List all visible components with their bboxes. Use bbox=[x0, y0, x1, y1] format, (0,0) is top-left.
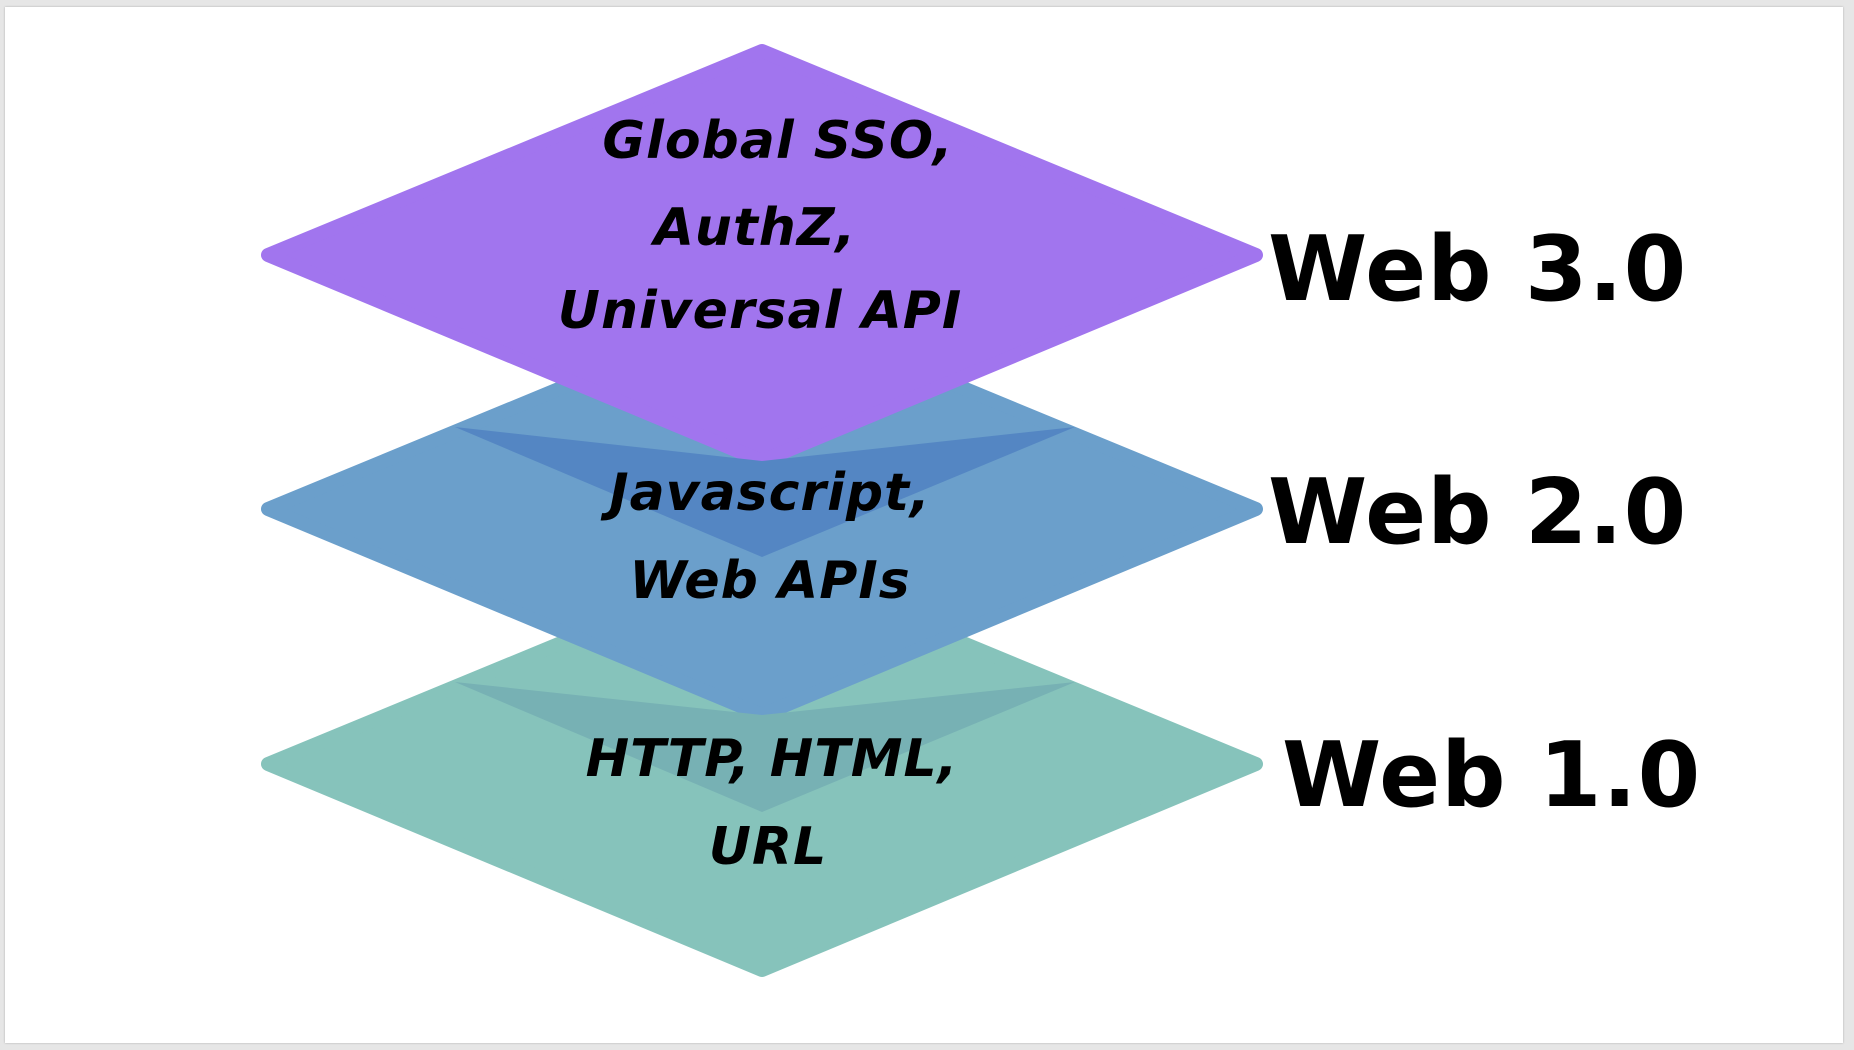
web-1-label: Web 1.0 bbox=[1282, 723, 1701, 828]
layer-middle-line-2: Web APIs bbox=[629, 551, 910, 611]
layer-top-rhombus bbox=[261, 44, 1263, 468]
layer-bottom-line-2: URL bbox=[709, 817, 827, 877]
layer-top-line-1: Global SSO, bbox=[602, 111, 953, 171]
layer-middle-line-1: Javascript, bbox=[600, 463, 931, 523]
layer-top-line-3: Universal API bbox=[558, 281, 963, 341]
layer-top-line-2: AuthZ, bbox=[650, 198, 857, 258]
web-2-label: Web 2.0 bbox=[1268, 460, 1687, 565]
layer-bottom-line-1: HTTP, HTML, bbox=[586, 729, 959, 789]
web-3-label: Web 3.0 bbox=[1268, 217, 1687, 322]
